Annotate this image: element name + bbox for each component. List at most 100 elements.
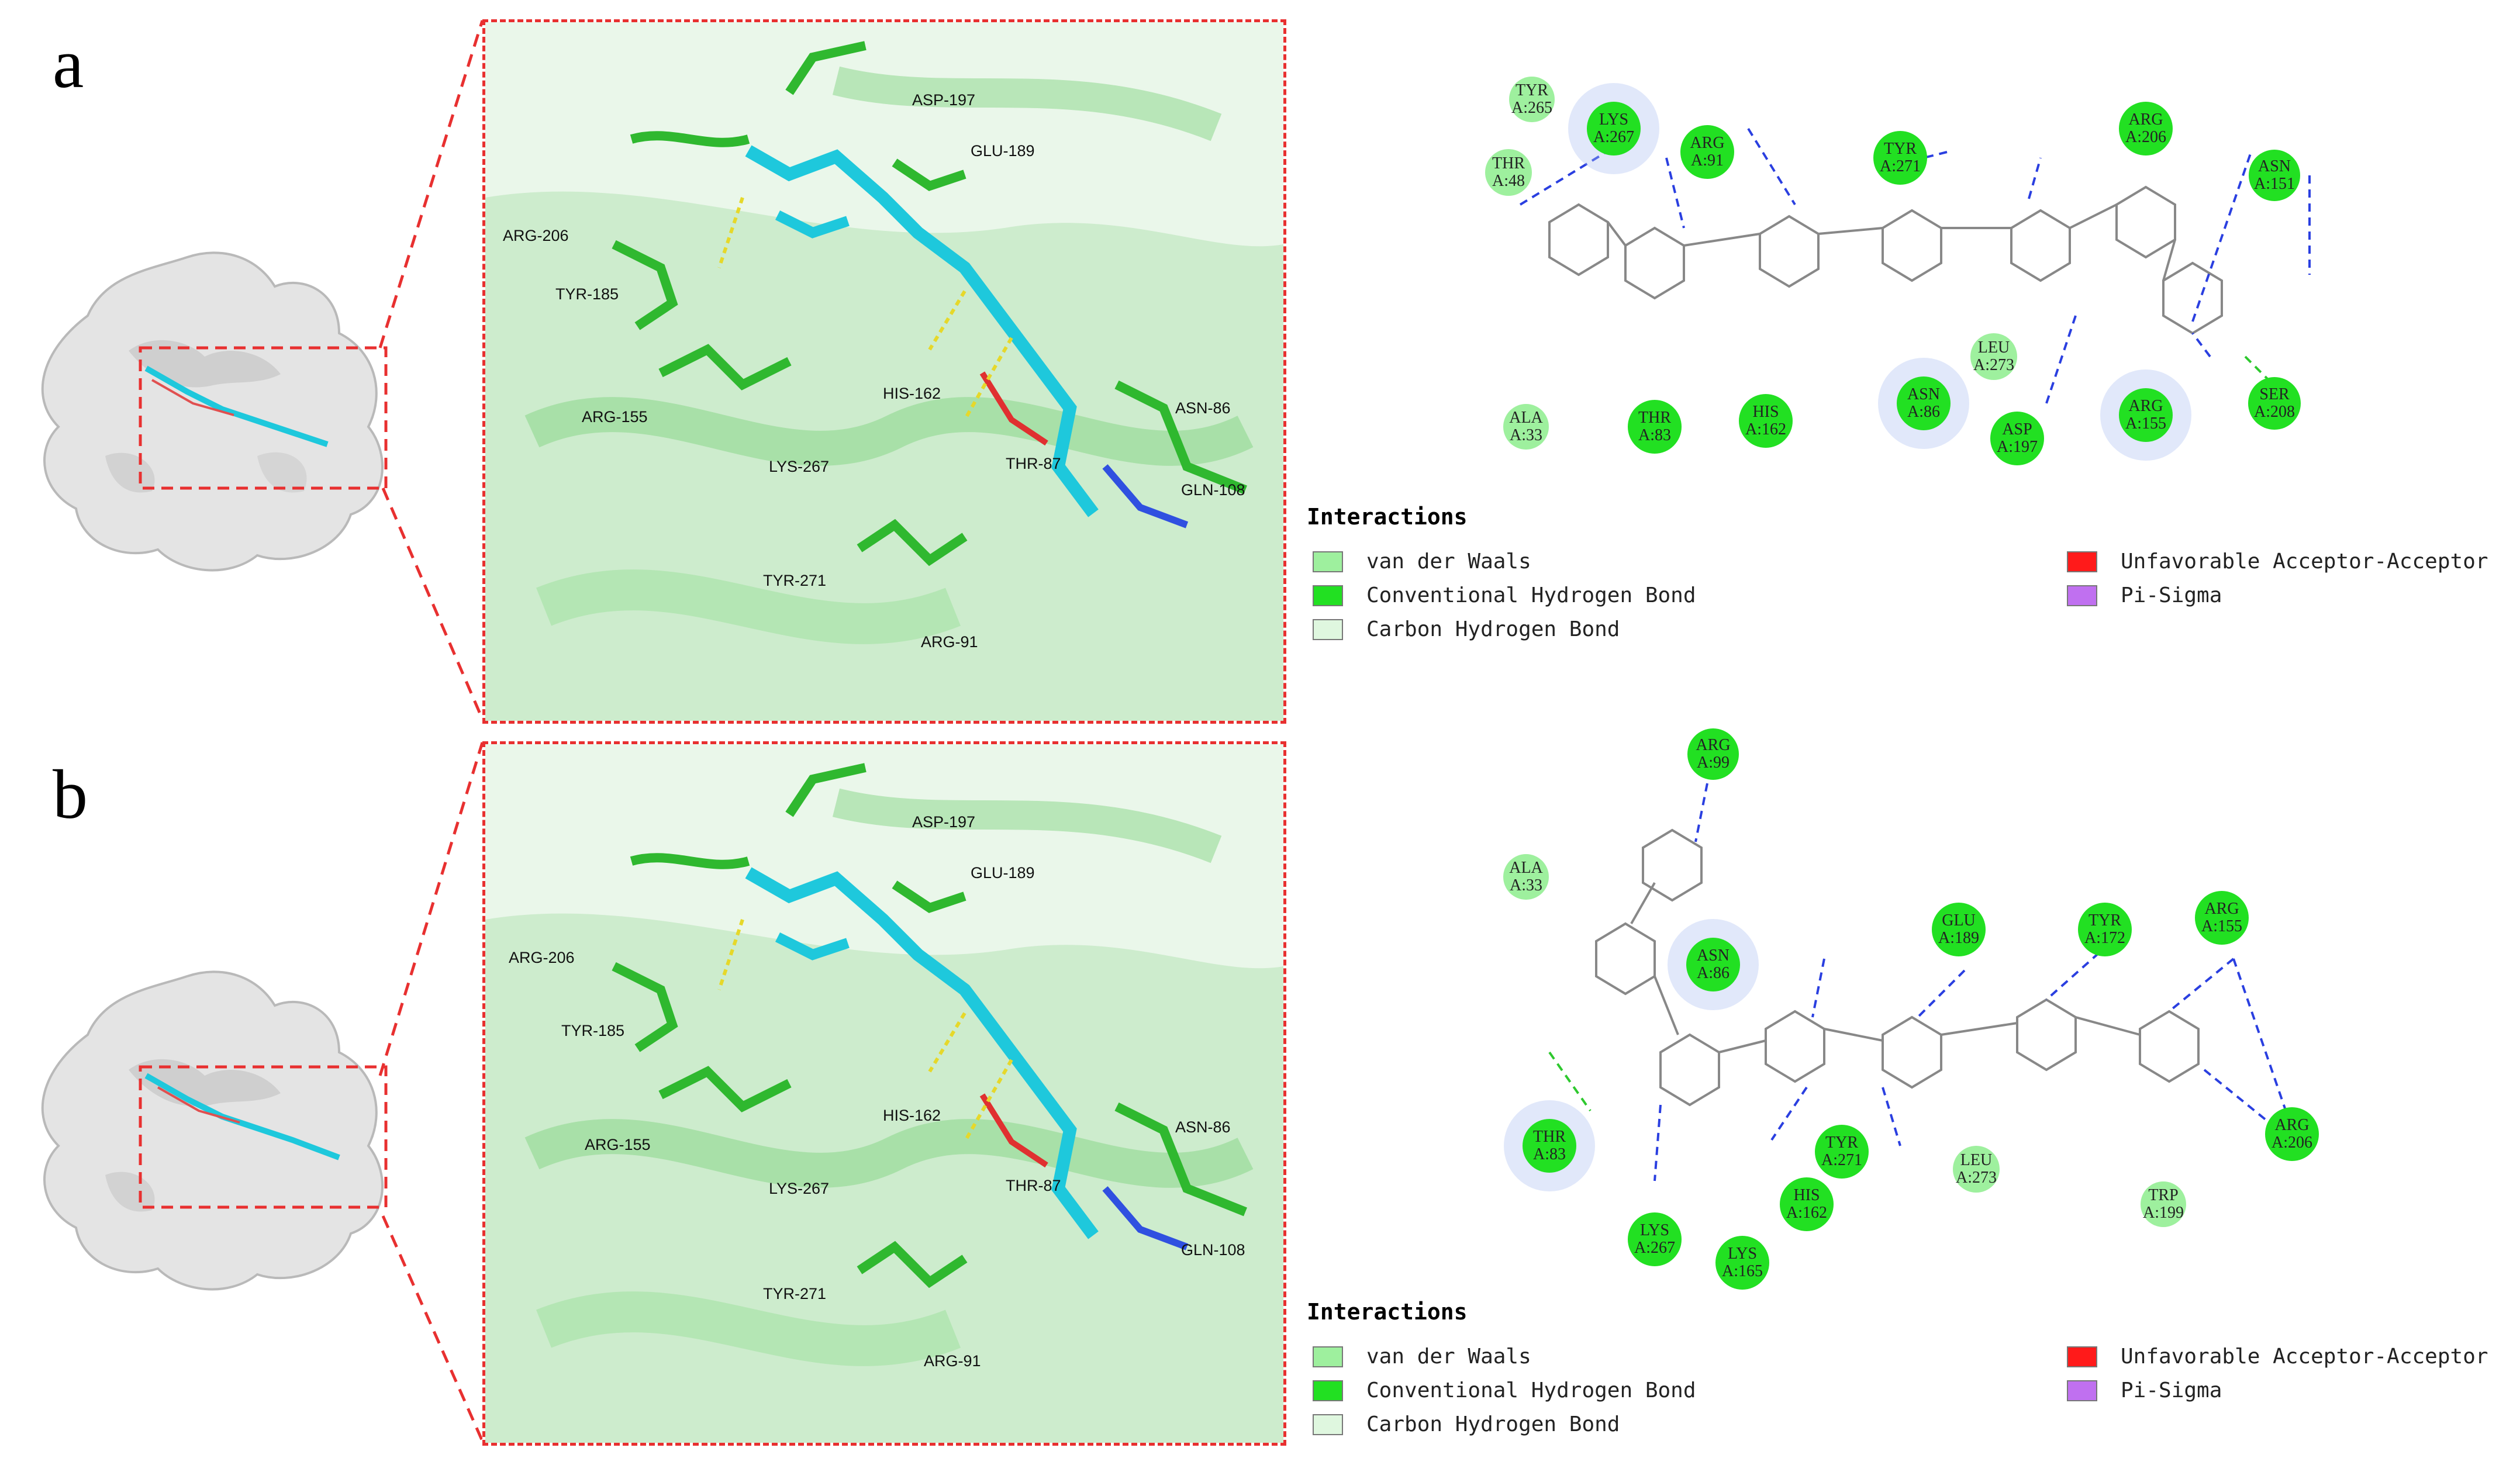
legend-item-vdw: van der Waals xyxy=(1313,550,1531,573)
legend-label: Conventional Hydrogen Bond xyxy=(1366,583,1696,607)
zoom-structure-a: ASP-197 GLU-189 ARG-206 TYR-185 ARG-155 … xyxy=(482,19,1286,724)
legend-swatch xyxy=(2067,585,2097,606)
legend-item-conventional-hb: Conventional Hydrogen Bond xyxy=(1313,583,1696,607)
residue-number: A:273 xyxy=(1973,356,2014,374)
residue-label: ASP-197 xyxy=(912,91,976,109)
legend-item-carbon-hb: Carbon Hydrogen Bond xyxy=(1313,617,1620,641)
residue-name: TYR xyxy=(1825,1134,1858,1152)
legend-label: Unfavorable Acceptor-Acceptor xyxy=(2121,550,2488,573)
legend-label: Pi-Sigma xyxy=(2121,583,2222,607)
residue-number: A:271 xyxy=(1821,1151,1862,1169)
residue-name: SER xyxy=(2259,385,2290,403)
residue-name: LEU xyxy=(1977,338,2010,357)
legend-swatch xyxy=(1313,551,1343,572)
residue-number: A:33 xyxy=(1510,876,1542,894)
residue-label: ASN-86 xyxy=(1175,399,1231,417)
docking-pose-b xyxy=(485,744,1283,1443)
residue-name: THR xyxy=(1492,154,1525,172)
residue-name: ARG xyxy=(2204,900,2239,918)
residue-label: LYS-267 xyxy=(769,1180,830,1197)
zoom-connector-b xyxy=(378,742,484,1442)
residue-name: ALA xyxy=(1509,859,1543,877)
legend-label: Unfavorable Acceptor-Acceptor xyxy=(2121,1345,2488,1369)
residue-number: A:91 xyxy=(1691,151,1724,170)
legend-swatch xyxy=(2067,1346,2097,1367)
residue-number: A:165 xyxy=(1722,1262,1763,1280)
legend-title: Interactions xyxy=(1307,504,1468,530)
residue-label: LYS-267 xyxy=(769,458,830,475)
residue-label: ARG-206 xyxy=(509,949,575,966)
docking-pose-a xyxy=(485,22,1283,721)
residue-number: A:33 xyxy=(1510,426,1542,444)
residue-number: A:273 xyxy=(1956,1169,1997,1187)
legend-swatch xyxy=(1313,619,1343,640)
residue-label: THR-87 xyxy=(1006,1177,1061,1194)
residue-name: THR xyxy=(1533,1128,1566,1146)
residue-label: HIS-162 xyxy=(883,1107,941,1124)
residue-name: ARG xyxy=(2274,1116,2310,1134)
residue-label: ARG-91 xyxy=(921,633,978,651)
residue-number: A:162 xyxy=(1745,420,1786,438)
zoom-structure-b: ASP-197 GLU-189 ARG-206 TYR-185 ARG-155 … xyxy=(482,741,1286,1446)
residue-label: TYR-271 xyxy=(763,572,827,589)
residue-number: A:155 xyxy=(2125,414,2166,433)
legend-item-conventional-hb: Conventional Hydrogen Bond xyxy=(1313,1378,1696,1402)
residue-number: A:265 xyxy=(1511,99,1552,117)
residue-name: ASP xyxy=(2002,420,2032,438)
legend-item-unfavorable: Unfavorable Acceptor-Acceptor xyxy=(2067,550,2488,573)
residue-name: ARG xyxy=(1690,134,1725,152)
residue-name: ASN xyxy=(1696,946,1730,965)
residue-label: ASP-197 xyxy=(912,813,976,831)
residue-name: ARG xyxy=(2128,110,2163,129)
legend-a: Interactions van der Waals Conventional … xyxy=(1307,504,2520,656)
residue-number: A:83 xyxy=(1533,1145,1566,1163)
residue-name: HIS xyxy=(1793,1186,1820,1204)
residue-label: ARG-155 xyxy=(582,408,648,426)
legend-item-carbon-hb: Carbon Hydrogen Bond xyxy=(1313,1412,1620,1436)
legend-swatch xyxy=(2067,1380,2097,1401)
residue-name: TYR xyxy=(2089,911,2121,930)
panel-letter-a: a xyxy=(53,25,84,102)
residue-name: ARG xyxy=(1696,736,1731,754)
residue-name: ARG xyxy=(2128,397,2163,415)
residue-label: GLU-189 xyxy=(971,864,1035,882)
zoom-connector-a xyxy=(378,20,484,720)
residue-label: ARG-155 xyxy=(585,1136,651,1153)
legend-swatch xyxy=(1313,1414,1343,1435)
legend-item-unfavorable: Unfavorable Acceptor-Acceptor xyxy=(2067,1345,2488,1369)
residue-number: A:83 xyxy=(1638,426,1671,444)
residue-label: TYR-185 xyxy=(555,285,619,303)
residue-label: ARG-206 xyxy=(503,227,569,244)
legend-item-pi-sigma: Pi-Sigma xyxy=(2067,1378,2222,1402)
protein-surface-a xyxy=(41,251,388,572)
residue-number: A:162 xyxy=(1786,1204,1827,1222)
residue-name: LEU xyxy=(1960,1151,1993,1169)
residue-label: THR-87 xyxy=(1006,455,1061,472)
residue-name: ASN xyxy=(1907,385,1940,403)
residue-number: A:172 xyxy=(2084,929,2125,947)
residue-number: A:48 xyxy=(1492,172,1525,190)
legend-label: Carbon Hydrogen Bond xyxy=(1366,1412,1620,1436)
legend-swatch xyxy=(1313,1380,1343,1401)
residue-name: TYR xyxy=(1884,140,1917,158)
